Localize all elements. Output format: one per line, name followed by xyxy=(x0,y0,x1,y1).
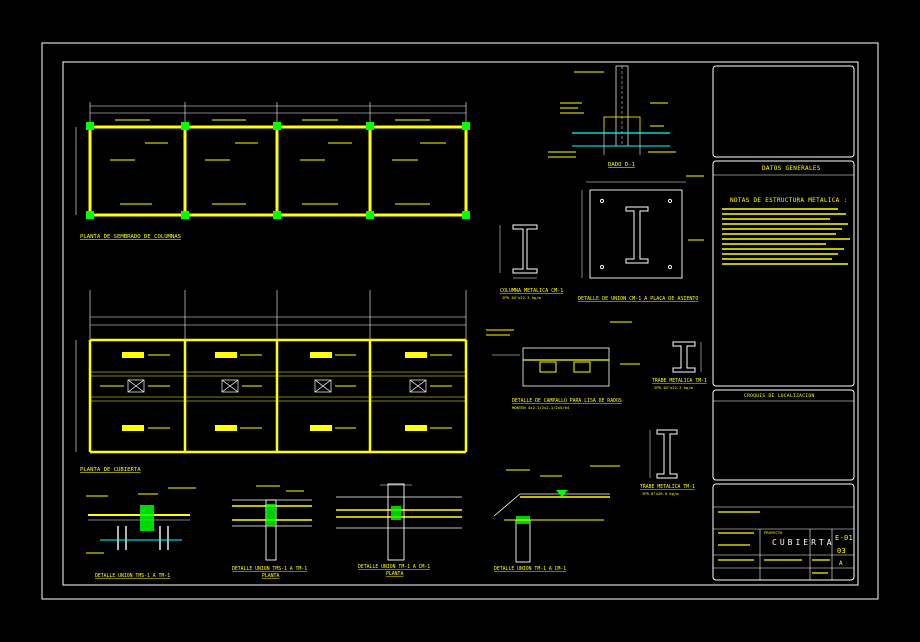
base-plate-title: DETALLE DE UNION CM-1 A PLACA DE ASIENTO xyxy=(578,296,698,302)
sheet-number: 03 xyxy=(837,547,846,555)
beam-section: TRABE METALICA TM-1 IPR-10"x22.3 kg/m xyxy=(652,341,707,390)
column-section-title: COLUMNA METALICA CM-1 xyxy=(500,288,563,294)
panel-box-1 xyxy=(712,65,855,158)
truss-section-title: TRABE METALICA TM-1 xyxy=(640,484,695,490)
column-marker xyxy=(86,122,94,130)
notes-text-lines xyxy=(722,208,850,265)
purlin-detail-sub: MONTEN 4x2-1/2x2-1/2x5/64 xyxy=(512,405,570,410)
detail-4: DETALLE UNION TM-1 A CM-1 xyxy=(493,465,620,572)
beam-section-sub: IPR-10"x22.3 kg/m xyxy=(654,385,694,390)
outer-border xyxy=(41,42,879,600)
column-marker xyxy=(181,122,189,130)
detail-2: DETALLE UNION TMS-1 A TM-1 PLANTA xyxy=(232,485,312,579)
detail-2-title: DETALLE UNION TMS-1 A TM-1 xyxy=(232,566,307,572)
column-marker xyxy=(273,211,281,219)
detail-1: DETALLE UNION TMS-1 A TM-1 xyxy=(86,487,196,579)
column-section: COLUMNA METALICA CM-1 IPR-10"x22.3 kg/m xyxy=(499,224,563,300)
detail-3: DETALLE UNION TM-1 A CM-1 PLANTA xyxy=(336,483,462,577)
project-name: CUBIERTA xyxy=(772,538,835,547)
column-marker xyxy=(462,211,470,219)
panel-box-notes xyxy=(712,160,855,387)
inner-border xyxy=(62,61,859,586)
detail-4-title: DETALLE UNION TM-1 A CM-1 xyxy=(494,566,566,572)
dado-detail: DADO D-1 xyxy=(548,65,676,168)
purlin-detail-title: DETALLE DE CAMPALLO PARA LISA DE RADOS xyxy=(512,398,622,404)
plan-columns: PLANTA DE SEMBRADO DE COLUMNAS xyxy=(75,102,470,240)
title-block-panel: DATOS GENERALES NOTAS DE ESTRUCTURA META… xyxy=(712,65,855,581)
column-marker xyxy=(462,122,470,130)
panel-box-location xyxy=(712,389,855,481)
truss-section: TRABE METALICA TM-1 IPR-8"x26.0 kg/m xyxy=(640,429,695,496)
location-header: CROQUIS DE LOCALIZACION xyxy=(744,393,815,399)
column-marker xyxy=(366,211,374,219)
detail-3-sub: PLANTA xyxy=(386,571,403,577)
beam-section-title: TRABE METALICA TM-1 xyxy=(652,378,707,384)
purlin-detail: DETALLE DE CAMPALLO PARA LISA DE RADOS M… xyxy=(486,321,640,410)
plan-roof-title: PLANTA DE CUBIERTA xyxy=(80,467,141,473)
revision: A xyxy=(839,560,843,567)
truss-section-sub: IPR-8"x26.0 kg/m xyxy=(642,491,679,496)
detail-1-title: DETALLE UNION TMS-1 A TM-1 xyxy=(95,573,170,579)
detail-3-title: DETALLE UNION TM-1 A CM-1 xyxy=(358,564,430,570)
column-marker xyxy=(366,122,374,130)
column-marker xyxy=(181,211,189,219)
plan-columns-title: PLANTA DE SEMBRADO DE COLUMNAS xyxy=(80,234,181,240)
column-section-sub: IPR-10"x22.3 kg/m xyxy=(502,295,542,300)
dado-title: DADO D-1 xyxy=(608,162,635,168)
plan-roof: PLANTA DE CUBIERTA xyxy=(75,290,468,473)
notes-header: DATOS GENERALES xyxy=(762,165,821,172)
sheet-code: E-01 xyxy=(835,534,853,542)
column-marker xyxy=(86,211,94,219)
panel-box-title xyxy=(712,483,855,581)
column-marker xyxy=(273,122,281,130)
base-plate-detail: DETALLE DE UNION CM-1 A PLACA DE ASIENTO xyxy=(578,175,704,302)
detail-2-sub: PLANTA xyxy=(262,573,279,579)
project-label: PROYECTO xyxy=(764,530,783,535)
notes-title: NOTAS DE ESTRUCTURA METALICA : xyxy=(730,197,847,204)
